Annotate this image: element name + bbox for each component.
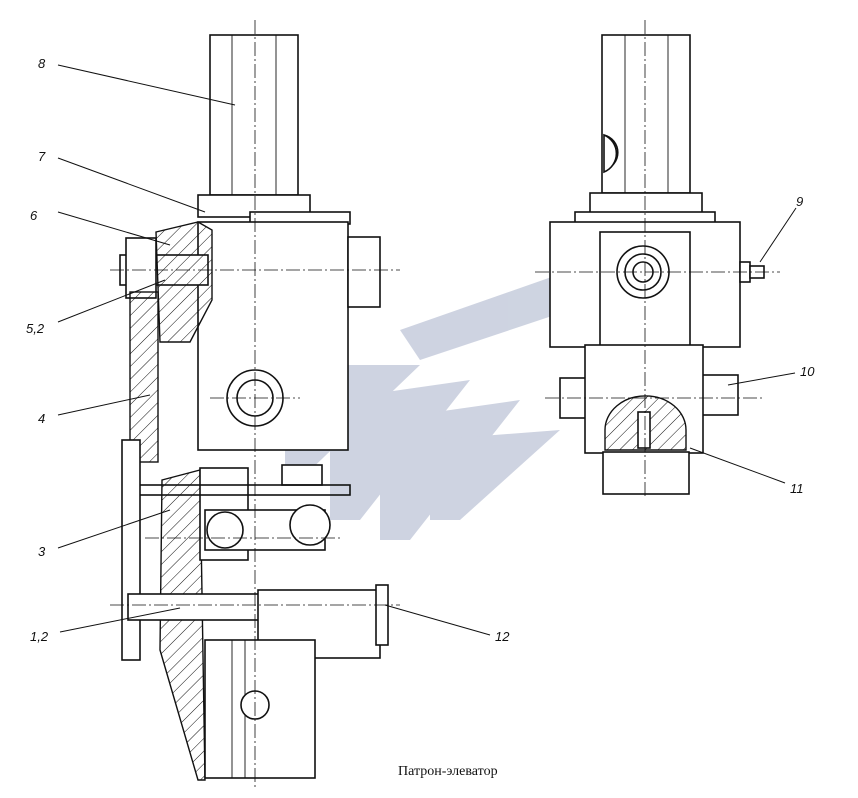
callout-label-7: 7 [38,149,46,164]
callout-label-12: 12 [495,629,510,644]
callout-7: 7 [38,149,206,213]
callout-label-4: 4 [38,411,45,426]
callout-11: 11 [689,447,804,496]
callout-label-11: 11 [790,481,804,496]
callout-1-2: 1,2 [30,607,181,644]
callout-8: 8 [38,56,236,106]
callout-9: 9 [759,194,803,263]
callout-label-1-2: 1,2 [30,629,49,644]
left-view [110,20,400,790]
callout-label-10: 10 [800,364,815,379]
callout-label-5-2: 5,2 [26,321,45,336]
figure-caption: Патрон-элеватор [398,764,498,779]
callouts: 8 7 6 5,2 4 3 1,2 12 9 10 11 [26,56,815,644]
callout-label-9: 9 [796,194,803,209]
right-view [535,20,780,498]
callout-label-6: 6 [30,208,38,223]
callout-10: 10 [727,364,815,386]
callout-label-8: 8 [38,56,46,71]
callout-6: 6 [30,208,171,246]
callout-12: 12 [384,604,510,644]
watermark-logo [285,260,600,540]
callout-label-3: 3 [38,544,46,559]
callout-5-2: 5,2 [26,279,166,336]
callout-4: 4 [38,394,151,426]
callout-3: 3 [38,509,171,559]
